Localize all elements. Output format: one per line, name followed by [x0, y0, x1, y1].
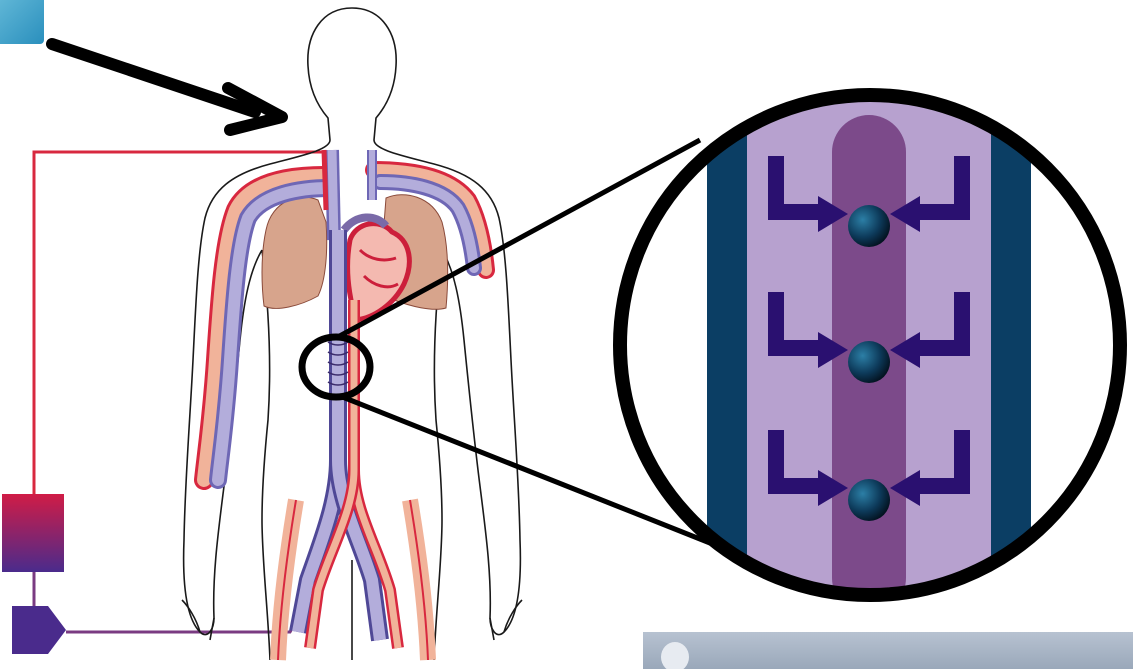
embolus-particle	[848, 479, 890, 521]
embolus-particle	[848, 205, 890, 247]
embolus-particle	[848, 341, 890, 383]
photo-thumbnail	[643, 632, 1133, 669]
device-filter-box	[2, 494, 64, 572]
device-pump-icon	[12, 606, 66, 654]
vessel-wall-right	[991, 90, 1031, 610]
arrow-pointer-icon	[52, 44, 282, 130]
